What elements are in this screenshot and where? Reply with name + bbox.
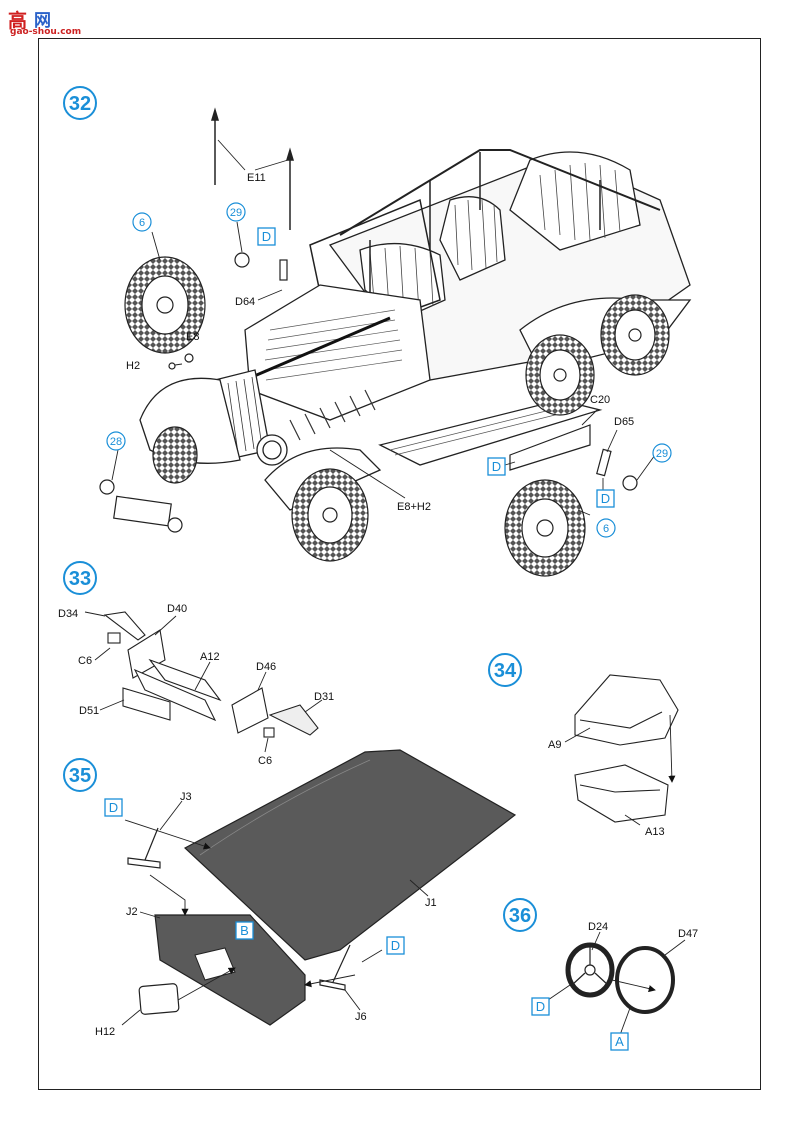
mounted-wheels <box>152 294 670 562</box>
step-32-number: 32 <box>69 93 91 115</box>
callout-d64: D64 <box>235 296 255 308</box>
ref-box-d-top <box>257 227 276 246</box>
steering-ring-d47 <box>611 946 675 1014</box>
callout-d40: D40 <box>167 603 187 615</box>
ref-box-d-35-left-label: D <box>109 800 118 815</box>
step-35-badge <box>63 758 97 792</box>
watermark-site: 网 <box>34 11 51 31</box>
ref-box-a-label: A <box>615 1034 624 1049</box>
leader-lines-34 <box>564 714 676 826</box>
callout-j2: J2 <box>126 906 138 918</box>
ref-6-right: 6 <box>603 523 609 535</box>
ref-box-d-top-label: D <box>262 229 271 244</box>
step-36: 36 D24 D47 D A <box>503 898 698 1051</box>
callout-h2: H2 <box>126 360 140 372</box>
step-32-badge <box>63 86 97 120</box>
callout-d47: D47 <box>678 928 698 940</box>
ref-6-top: 6 <box>139 217 145 229</box>
ref-box-d-right-label: D <box>601 491 610 506</box>
callout-d31: D31 <box>314 691 334 703</box>
ref-29-right: 29 <box>656 448 668 460</box>
watermark-glyph: 高 <box>8 10 28 32</box>
license-plate-part <box>99 479 183 533</box>
lamp-part <box>168 252 638 491</box>
step-33: 33 D34 D40 C6 A12 D46 D31 D51 <box>58 561 334 767</box>
ref-circle-6-top <box>132 212 152 232</box>
leader-lines-33 <box>84 611 323 753</box>
ref-box-d-35-right <box>386 936 405 955</box>
spare-wheel-right <box>504 479 586 577</box>
step-35-number: 35 <box>69 765 91 787</box>
bracket-parts <box>103 611 319 738</box>
step-36-badge <box>503 898 537 932</box>
ref-box-a <box>610 1032 629 1051</box>
step-35: 35 J3 J2 J1 H12 <box>63 749 517 1038</box>
ref-circle-29-top <box>226 202 246 222</box>
step-34: 34 A9 A13 <box>488 653 679 838</box>
callout-j3: J3 <box>180 791 192 803</box>
ref-circle-29-right <box>652 443 672 463</box>
ref-29-top: 29 <box>230 207 242 219</box>
callout-d46: D46 <box>256 661 276 673</box>
callout-j1: J1 <box>425 897 437 909</box>
watermark-logo: 高 网 gao-shou.com <box>4 2 94 38</box>
d65-part <box>596 448 612 477</box>
ref-box-b <box>235 921 254 940</box>
window-h12 <box>138 983 180 1015</box>
callout-c6-bottom: C6 <box>258 755 272 767</box>
callout-a12: A12 <box>200 651 220 663</box>
callout-h12: H12 <box>95 1026 115 1038</box>
ref-28: 28 <box>110 436 122 448</box>
ref-box-d-35-right-label: D <box>391 938 400 953</box>
instruction-frame <box>38 38 761 1090</box>
step-34-badge <box>488 653 522 687</box>
leader-lines-32 <box>111 139 656 516</box>
step-34-number: 34 <box>494 660 517 682</box>
ref-box-d-36 <box>531 997 550 1016</box>
ref-box-d-36-label: D <box>536 999 545 1014</box>
step-32: 32 <box>63 86 692 577</box>
roof-j1 <box>183 749 517 961</box>
leader-lines-36 <box>547 931 686 1036</box>
callout-c6-left: C6 <box>78 655 92 667</box>
callout-d34: D34 <box>58 608 78 620</box>
steering-wheel-d24 <box>565 942 615 998</box>
seat-box-parts <box>574 674 679 823</box>
ref-circle-28 <box>106 431 126 451</box>
callout-d24: D24 <box>588 921 608 933</box>
callout-a13: A13 <box>645 826 665 838</box>
ref-circle-6-right <box>596 518 616 538</box>
c20-part <box>509 424 591 471</box>
watermark-url: gao-shou.com <box>10 27 82 37</box>
ref-box-d-right <box>596 489 615 508</box>
callout-j6: J6 <box>355 1011 367 1023</box>
step-33-badge <box>63 561 97 595</box>
roof-rods <box>127 827 351 991</box>
ref-box-d-35-left <box>104 798 123 817</box>
ref-box-d-mid-label: D <box>492 459 501 474</box>
callout-a9: A9 <box>548 739 561 751</box>
callout-e8: E8 <box>186 331 199 343</box>
ref-box-b-label: B <box>240 923 249 938</box>
leader-lines-35 <box>121 800 429 1026</box>
ref-box-d-mid <box>487 457 506 476</box>
step-33-number: 33 <box>69 568 91 590</box>
callout-c20: C20 <box>590 394 610 406</box>
spare-wheel-left <box>124 256 206 354</box>
callout-d51: D51 <box>79 705 99 717</box>
callout-e8-h2: E8+H2 <box>397 501 431 513</box>
callout-e11: E11 <box>247 172 266 184</box>
callout-d65: D65 <box>614 416 634 428</box>
antennas <box>210 107 295 230</box>
step-36-number: 36 <box>509 905 531 927</box>
